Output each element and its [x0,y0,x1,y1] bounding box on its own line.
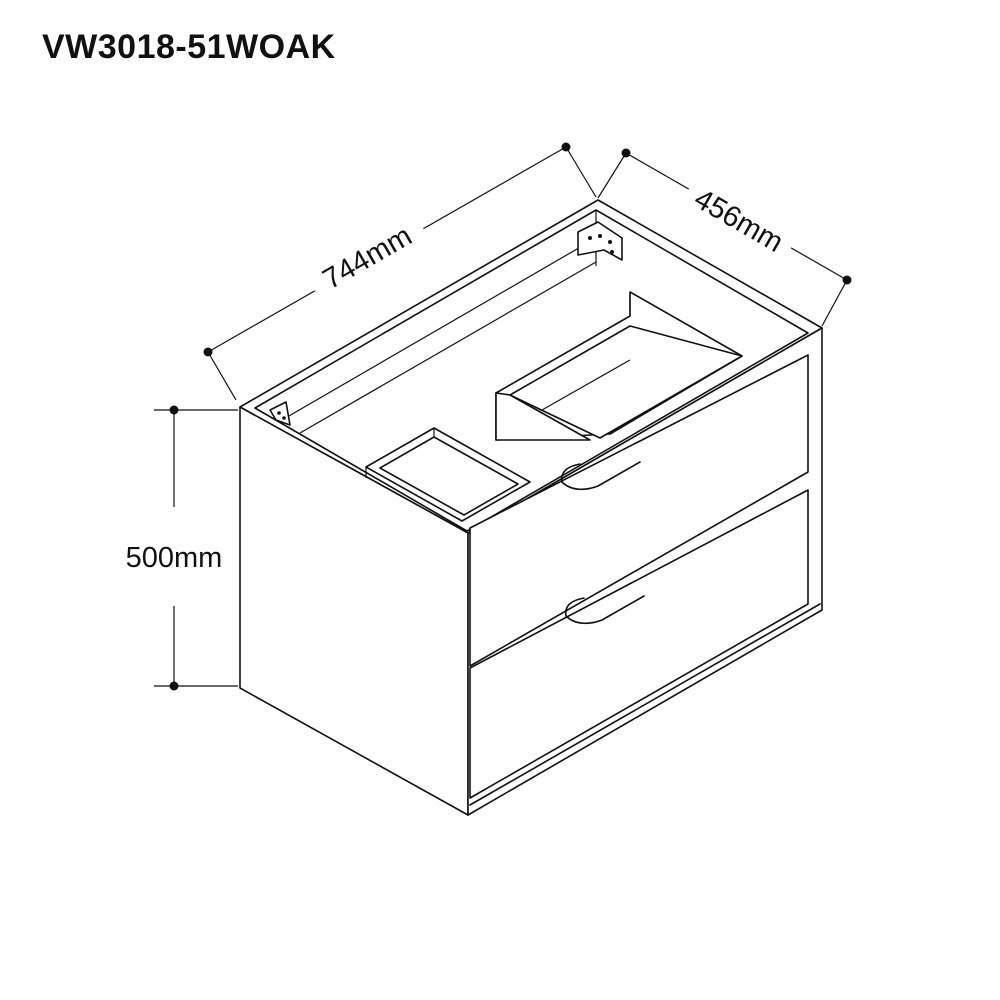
drawer-box-right [495,291,743,441]
height-dimension: 500mm [126,405,238,691]
model-title: VW3018-51WOAK [42,28,336,66]
mounting-bracket-back [577,221,623,261]
bottom-drawer-front[interactable] [469,489,809,799]
top-drawer-front[interactable] [469,354,809,667]
height-label: 500mm [126,542,223,574]
drawer-box-left [365,427,531,522]
mounting-bracket-left [269,401,291,426]
cabinet [239,199,823,816]
